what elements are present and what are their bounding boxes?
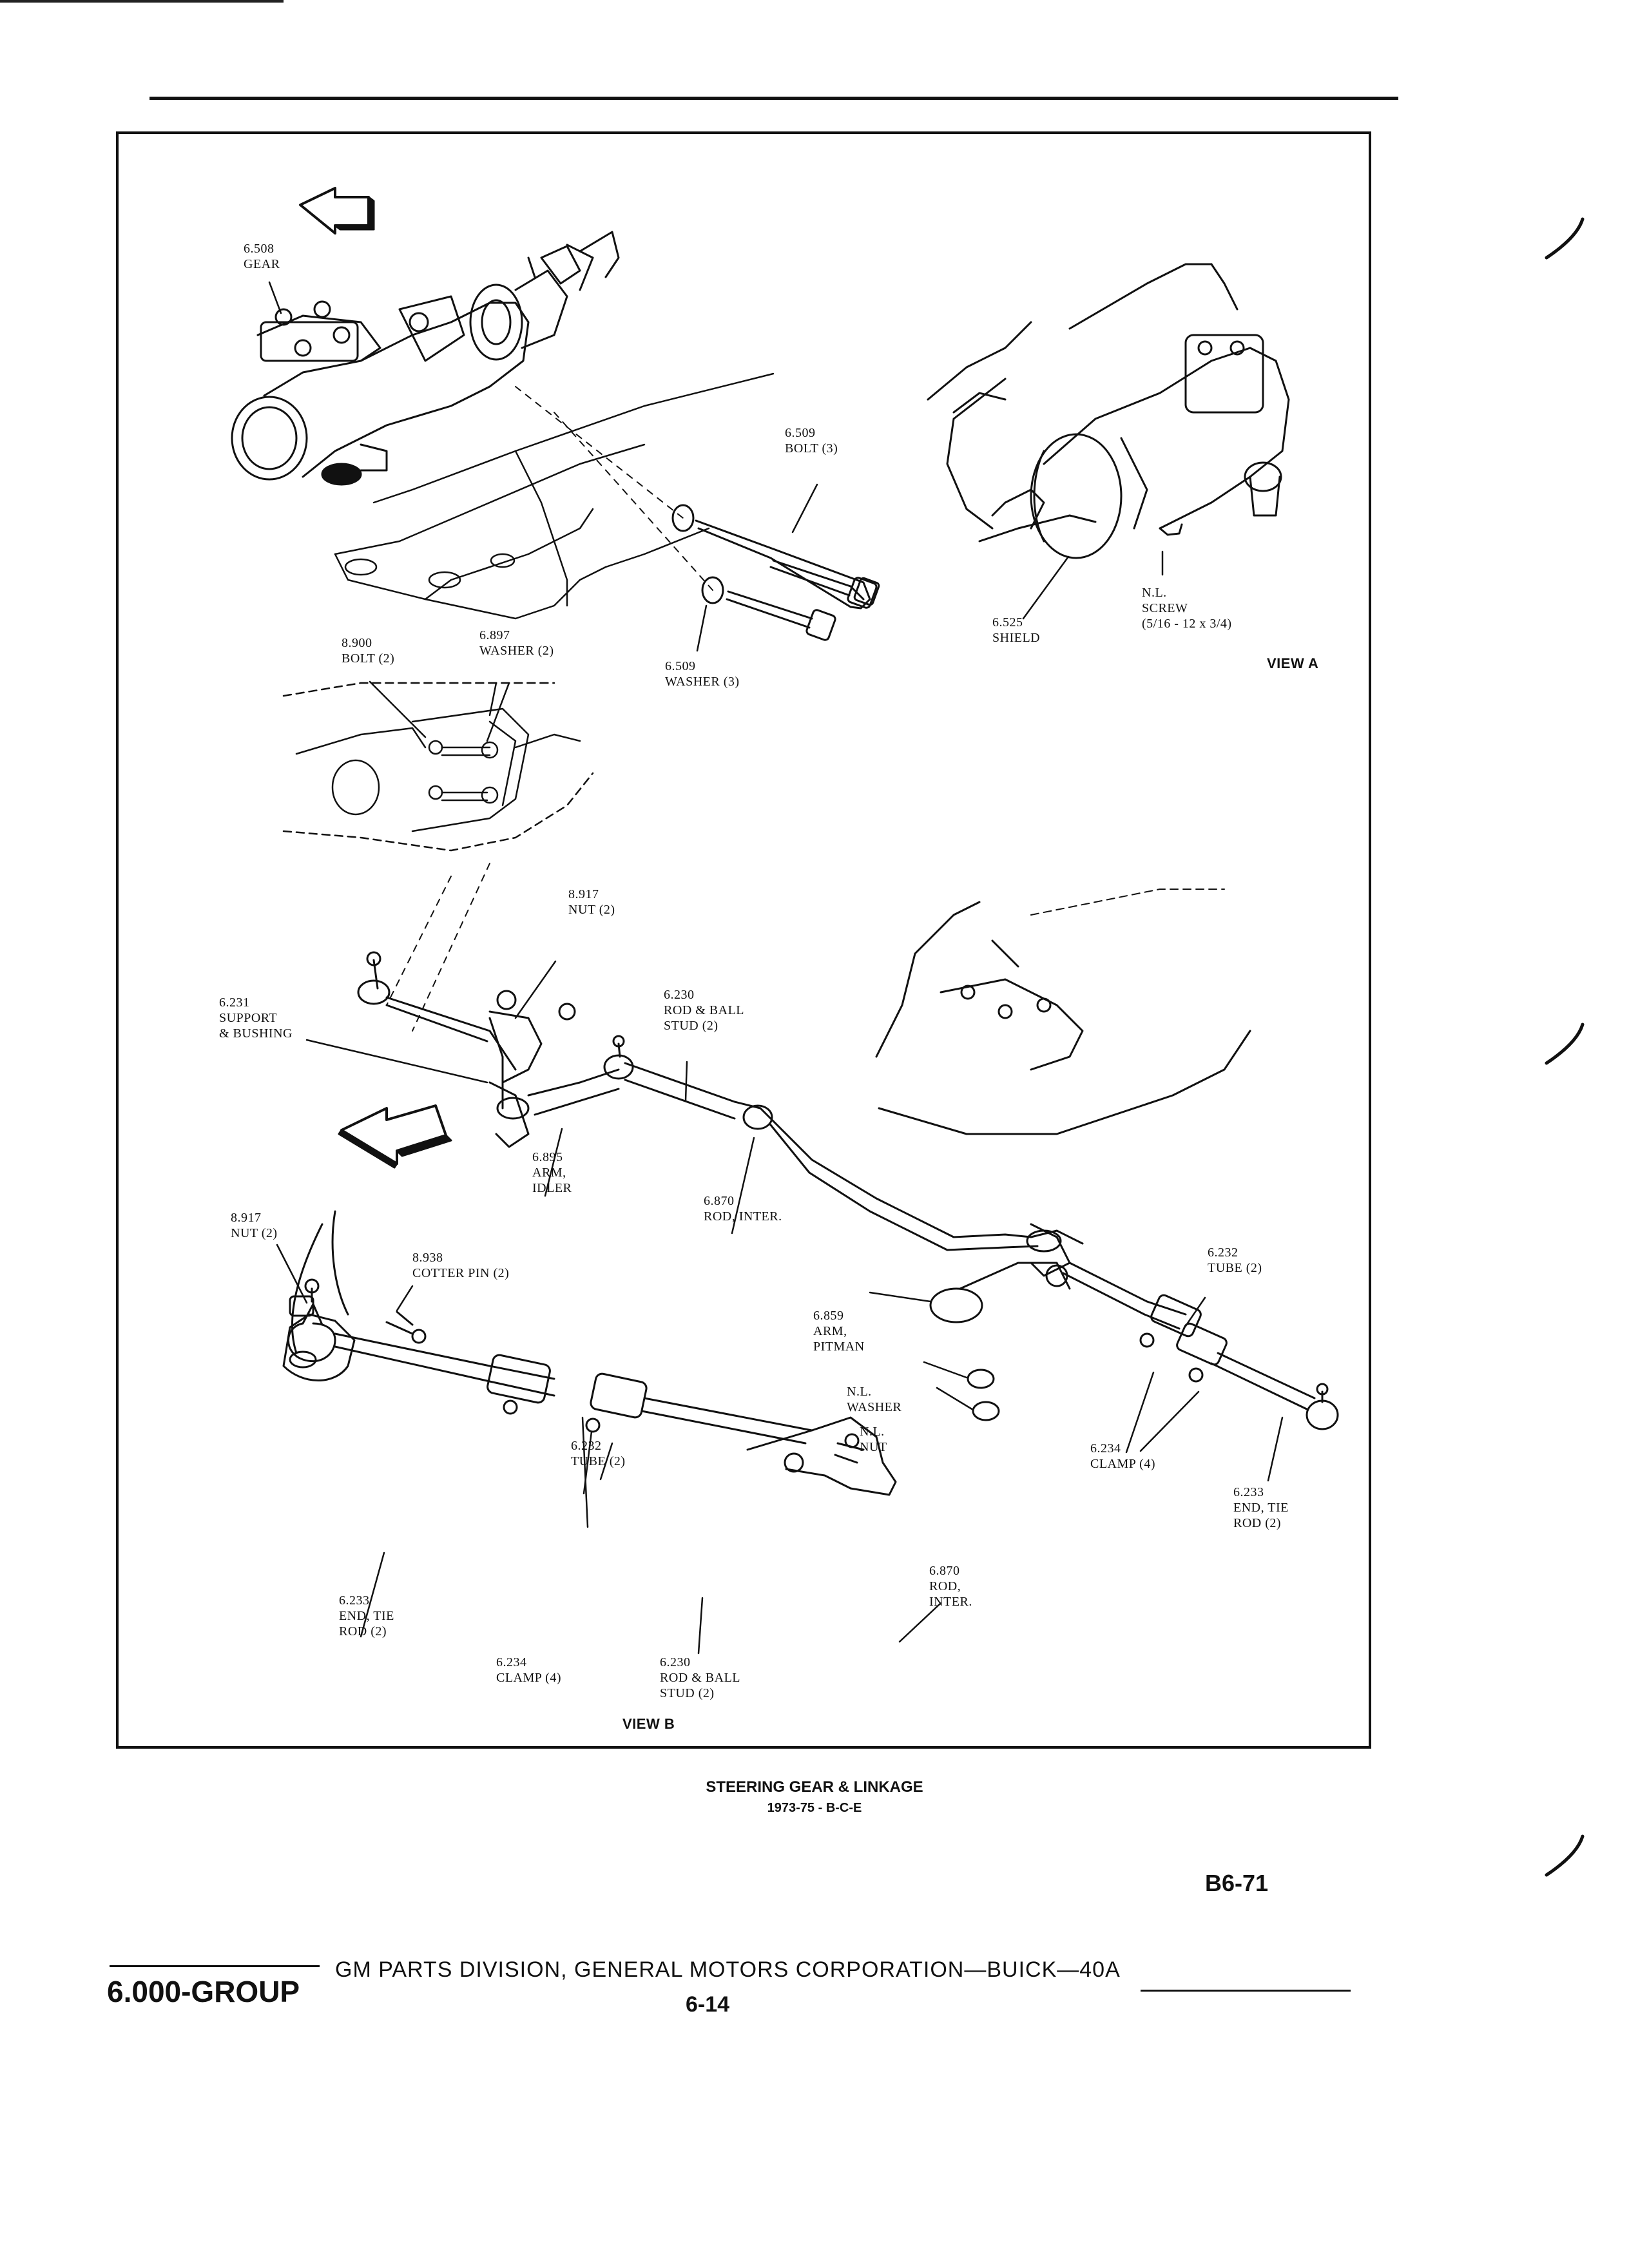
diagram-frame — [116, 131, 1371, 1749]
view-a-arrow — [299, 187, 375, 235]
callout-bolt-3: 6.509 BOLT (3) — [785, 426, 838, 456]
callout-washer-2: 6.897 WASHER (2) — [479, 628, 554, 658]
callout-nl-screw: N.L. SCREW (5/16 - 12 x 3/4) — [1142, 586, 1232, 631]
caption-subtitle: 1973-75 - B-C-E — [767, 1801, 862, 1815]
steering-gear-drawing — [231, 231, 620, 486]
callout-bolt-2: 8.900 BOLT (2) — [342, 636, 395, 666]
page-code: B6-71 — [1205, 1870, 1269, 1896]
callout-support-bushing: 6.231 SUPPORT & BUSHING — [219, 995, 293, 1041]
pitman-tie-rod-drawing — [875, 889, 1339, 1430]
callout-cotter-pin: 8.938 COTTER PIN (2) — [412, 1251, 510, 1280]
idler-arm-drawing — [357, 863, 773, 1148]
callout-rod-ball-lower: 6.230 ROD & BALL STUD (2) — [660, 1655, 740, 1700]
footer-rule-left — [110, 1965, 320, 1967]
bracket-drawing — [282, 682, 594, 852]
footer-group-label: 6.000-GROUP — [107, 1975, 300, 2008]
footer-publisher: GM PARTS DIVISION, GENERAL MOTORS CORPOR… — [335, 1957, 1121, 1982]
callout-end-tie-right: 6.233 END, TIE ROD (2) — [1233, 1485, 1289, 1530]
header-rule — [149, 97, 1398, 100]
figure-caption: STEERING GEAR & LINKAGE 1973-75 - B-C-E — [0, 1777, 1629, 1818]
view-a-leader-lines — [268, 281, 1164, 742]
gear-mounting-bolts-drawing — [515, 386, 880, 641]
view-a-title: VIEW A — [1267, 655, 1319, 671]
callout-washer-3: 6.509 WASHER (3) — [665, 659, 740, 689]
callout-rod-inter-lower: 6.870 ROD, INTER. — [929, 1564, 972, 1609]
callout-clamp-lower: 6.234 CLAMP (4) — [496, 1655, 561, 1685]
callout-gear: 6.508 GEAR — [244, 242, 280, 271]
callout-arm-idler: 6.895 ARM, IDLER — [532, 1150, 572, 1195]
callout-end-tie-lower: 6.233 END, TIE ROD (2) — [339, 1593, 394, 1639]
shield-drawing — [927, 263, 1290, 559]
callout-tube-lower: 6.232 TUBE (2) — [571, 1439, 626, 1468]
callout-tube-right: 6.232 TUBE (2) — [1208, 1245, 1262, 1275]
binder-mark-1 — [1545, 217, 1585, 260]
view-b-title: VIEW B — [622, 1716, 675, 1732]
view-b-arrow — [338, 1104, 452, 1169]
callout-nl-washer: N.L. WASHER — [847, 1385, 902, 1414]
callout-rod-inter-upper: 6.870 ROD, INTER. — [704, 1194, 782, 1224]
footer-page-number: 6-14 — [686, 1992, 730, 2017]
caption-title: STEERING GEAR & LINKAGE — [706, 1778, 923, 1796]
callout-nut-2-upper: 8.917 NUT (2) — [568, 887, 615, 917]
callout-nut-2-lower: 8.917 NUT (2) — [231, 1211, 278, 1240]
view-b-leader-lines — [276, 960, 1284, 1655]
footer-rule-right — [1141, 1990, 1351, 1992]
binder-mark-2 — [1545, 1023, 1585, 1065]
frame-rail-drawing — [334, 372, 775, 620]
binder-mark-3 — [1545, 1834, 1585, 1877]
callout-nl-nut: N.L. NUT — [860, 1425, 887, 1454]
center-link-drawing — [759, 1107, 1084, 1253]
cotter-pin-detail-drawing — [282, 1210, 427, 1381]
callout-clamp-right: 6.234 CLAMP (4) — [1090, 1441, 1155, 1471]
top-edge-rule — [0, 0, 284, 3]
lower-tie-rod-drawing — [287, 1278, 897, 1496]
callout-arm-pitman: 6.859 ARM, PITMAN — [813, 1309, 865, 1354]
callout-rod-ball-upper: 6.230 ROD & BALL STUD (2) — [664, 988, 744, 1033]
callout-shield: 6.525 SHIELD — [992, 615, 1041, 645]
